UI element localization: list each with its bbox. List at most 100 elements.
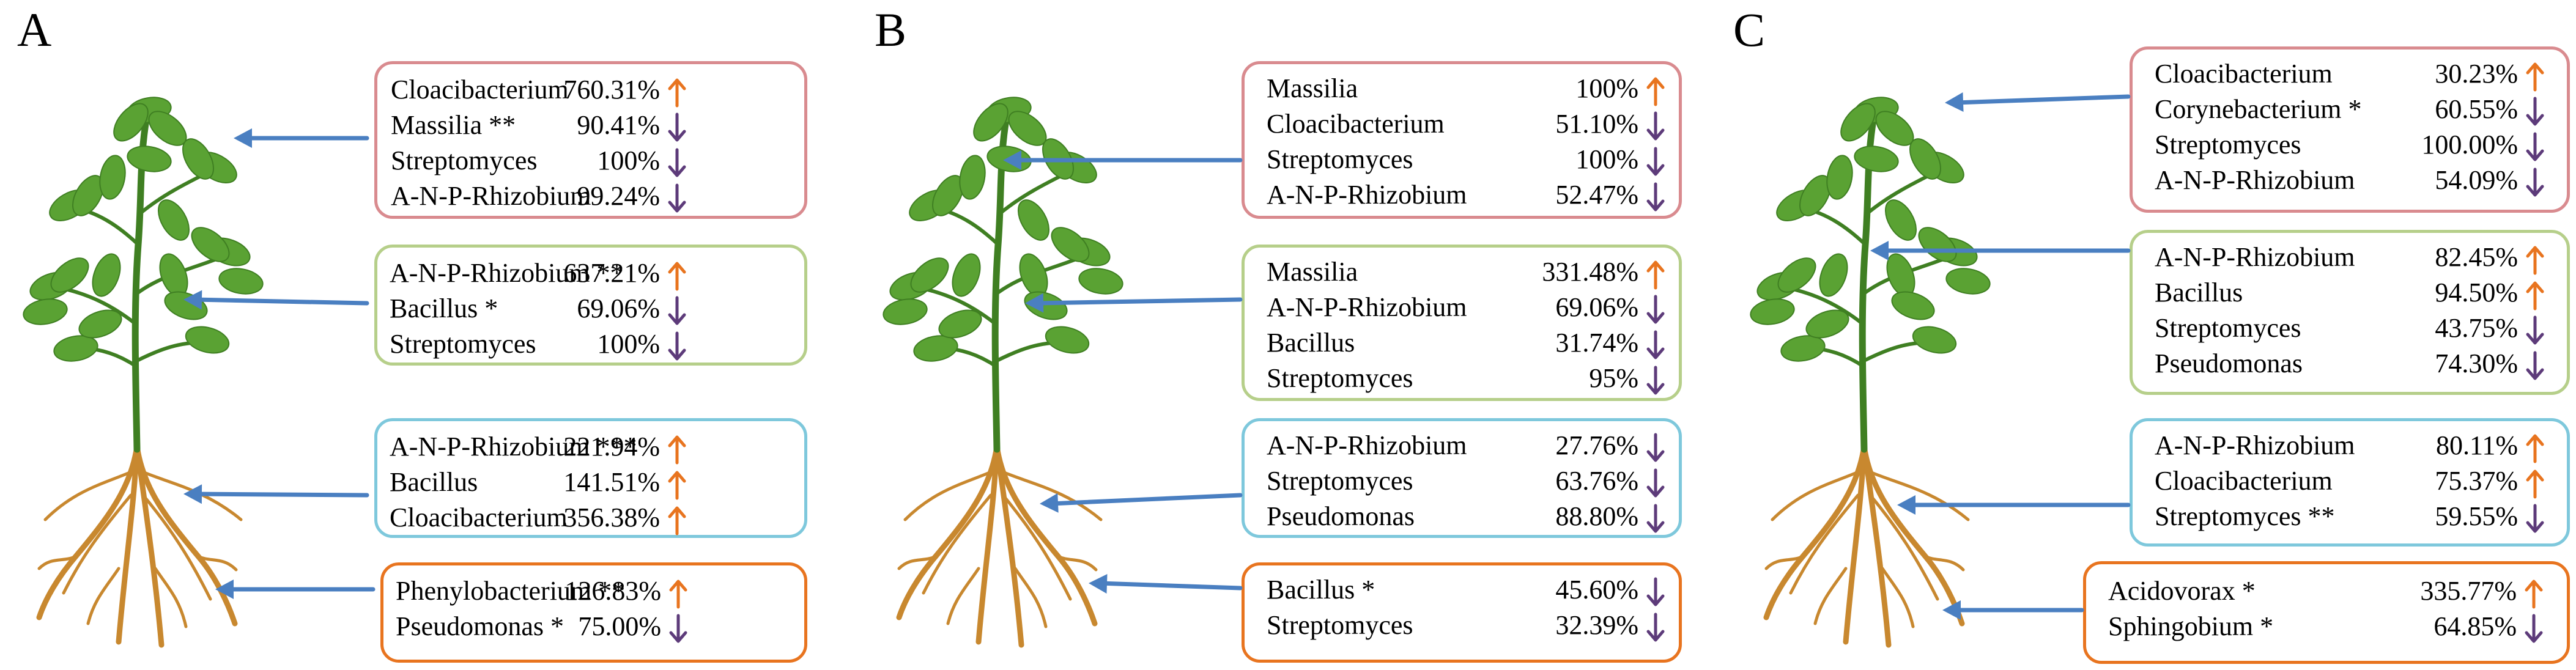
arrow-down-icon	[1643, 574, 1668, 611]
taxon-name: A-N-P-Rhizobium	[391, 181, 591, 211]
pointer-arrow	[215, 580, 376, 599]
pointer-arrow	[1945, 92, 2131, 112]
taxon-row: Streptomyces 100%	[377, 328, 804, 365]
plant-icon-a	[23, 97, 264, 648]
taxon-value: 88.80%	[1555, 501, 1638, 531]
taxon-value: 32.39%	[1555, 610, 1638, 640]
taxon-name: Massilia **	[391, 110, 516, 140]
pointer-arrow	[1870, 241, 2131, 260]
taxon-value: 100%	[597, 145, 660, 175]
taxon-row: Massilia ** 90.41%	[377, 109, 804, 146]
taxon-name: Streptomyces	[390, 329, 536, 359]
taxon-name: Pseudomonas *	[396, 611, 564, 641]
arrow-down-icon	[665, 180, 689, 217]
panel-b: B	[859, 0, 1717, 670]
plant-icon-b	[883, 97, 1123, 648]
taxon-row: Bacillus *45.60%	[1245, 574, 1679, 611]
panel-label: A	[17, 3, 52, 56]
taxon-row: Bacillus 94.50%	[2133, 277, 2567, 314]
taxon-name: Streptomyces	[2155, 313, 2301, 343]
taxon-name: Bacillus *	[1267, 575, 1375, 605]
taxon-row: Acidovorax * 335.77%	[2086, 575, 2567, 612]
arrow-down-icon	[665, 109, 689, 146]
arrow-down-icon	[666, 611, 690, 647]
arrow-down-icon	[2523, 164, 2547, 201]
taxon-name: Acidovorax *	[2108, 576, 2256, 606]
arrow-down-icon	[1643, 144, 1668, 180]
taxon-name: A-N-P-Rhizobium	[2155, 242, 2355, 272]
taxon-row: Streptomyces 43.75%	[2133, 312, 2567, 349]
taxon-name: Cloacibacterium	[1267, 109, 1445, 139]
panel-label: B	[875, 3, 907, 56]
arrow-down-icon	[2523, 312, 2547, 349]
arrow-down-icon	[1643, 327, 1668, 364]
taxon-row: Sphingobium * 64.85%	[2086, 611, 2567, 647]
taxon-name: A-N-P-Rhizobium	[2155, 165, 2355, 195]
taxon-name: A-N-P-Rhizobium	[2155, 430, 2355, 460]
rhizosphere-box: Bacillus *45.60%Streptomyces 32.39%	[1242, 562, 1682, 663]
taxon-row: Pseudomonas *75.00%	[383, 611, 804, 647]
taxon-row: A-N-P-Rhizobium **637.21%	[377, 257, 804, 294]
arrow-down-icon	[1643, 609, 1668, 646]
arrow-up-icon	[2523, 58, 2547, 95]
plant-icon-c	[1750, 97, 1991, 648]
taxon-value: 52.47%	[1555, 180, 1638, 210]
arrow-down-icon	[2523, 348, 2547, 385]
taxon-value: 100%	[597, 329, 660, 359]
taxon-name: Sphingobium *	[2108, 611, 2274, 641]
taxon-value: 64.85%	[2434, 611, 2517, 641]
taxon-name: Streptomyces	[391, 145, 538, 175]
taxon-value: 335.77%	[2420, 576, 2517, 606]
arrow-up-icon	[2523, 430, 2547, 466]
arrow-down-icon	[1643, 179, 1668, 216]
arrow-down-icon	[2523, 94, 2547, 130]
arrow-up-icon	[2523, 277, 2547, 314]
arrow-down-icon	[1643, 501, 1668, 537]
rhizosphere-box: Acidovorax * 335.77% Sphingobium * 64.85%	[2083, 561, 2570, 664]
pointer-arrow	[1003, 150, 1243, 170]
taxon-name: Massilia	[1267, 73, 1358, 103]
arrow-up-icon	[2523, 465, 2547, 502]
arrow-up-icon	[2522, 575, 2546, 612]
taxon-value: 27.76%	[1555, 430, 1638, 460]
taxon-name: Streptomyces	[1267, 610, 1413, 640]
taxon-value: 94.50%	[2435, 278, 2518, 307]
taxon-name: Pseudomonas	[1267, 501, 1415, 531]
arrow-up-icon	[665, 74, 689, 111]
taxon-name: Streptomyces	[1267, 363, 1413, 393]
taxon-name: Streptomyces	[2155, 130, 2301, 160]
taxon-value: 63.76%	[1555, 466, 1638, 496]
taxon-name: Bacillus	[2155, 278, 2243, 307]
taxon-row: Bacillus *69.06%	[377, 293, 804, 329]
taxon-value: 82.45%	[2435, 242, 2518, 272]
taxon-value: 74.30%	[2435, 348, 2518, 378]
taxon-value: 54.09%	[2435, 165, 2518, 195]
arrow-up-icon	[1643, 73, 1668, 109]
taxon-value: 90.41%	[577, 110, 660, 140]
taxon-value: 221.94%	[563, 432, 660, 462]
arrow-up-icon	[665, 257, 689, 294]
taxon-value: 43.75%	[2435, 313, 2518, 343]
taxon-value: 760.31%	[563, 75, 660, 105]
arrow-down-icon	[2523, 129, 2547, 166]
arrow-down-icon	[665, 293, 689, 329]
taxon-name: A-N-P-Rhizobium **	[390, 258, 624, 288]
arrow-down-icon	[1643, 292, 1668, 328]
pointer-arrow	[1040, 493, 1243, 513]
taxon-name: Cloacibacterium	[2155, 59, 2333, 89]
taxon-name: Cloacibacterium	[390, 502, 568, 532]
taxon-name: Cloacibacterium	[391, 75, 569, 105]
taxon-value: 69.06%	[577, 293, 660, 323]
